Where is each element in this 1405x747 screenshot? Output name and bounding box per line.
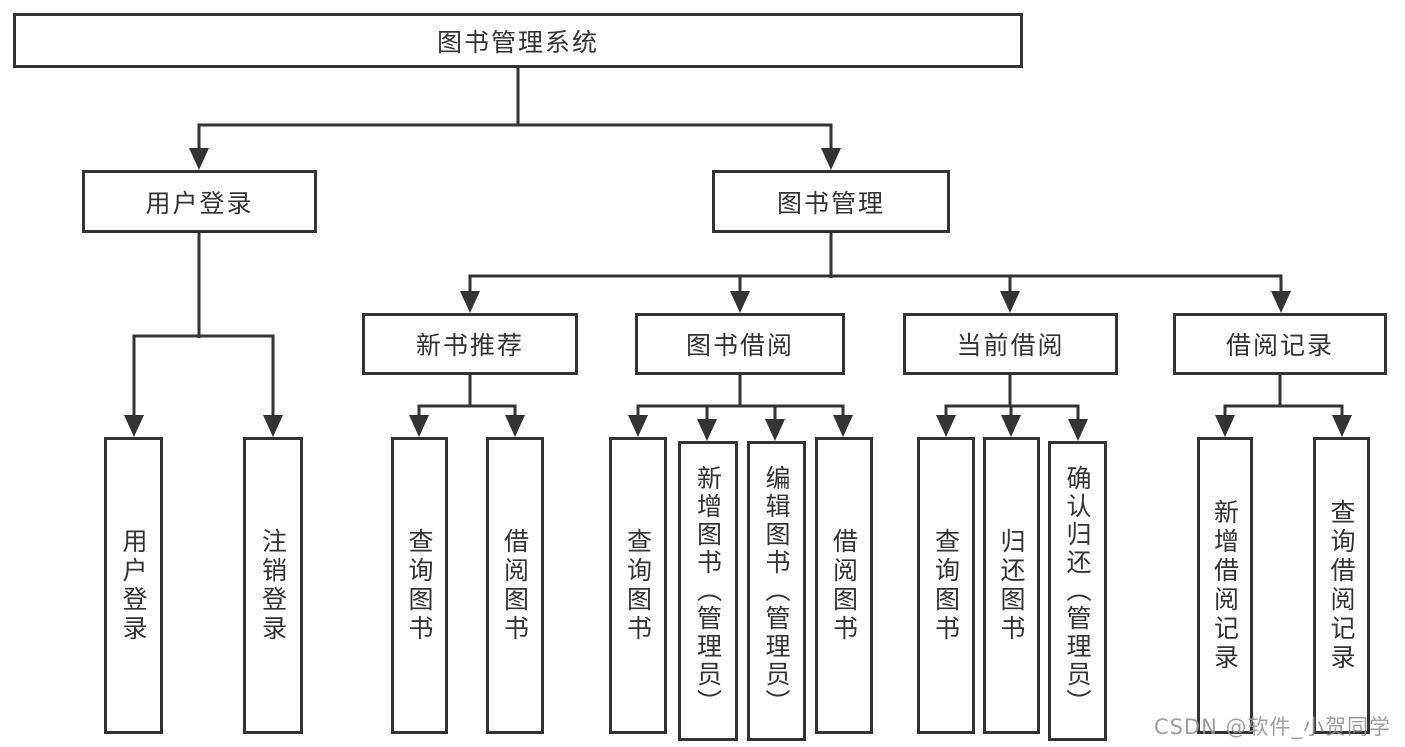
csdn-watermark: CSDN @软件_小贺同学 [1153, 715, 1391, 739]
leaf-borrowing-borrow-books: 借阅图书 [815, 437, 873, 734]
arrowheads [124, 148, 1352, 441]
leaf-records-query-record: 查询借阅记录 [1313, 437, 1370, 734]
leaf-current-return-books: 归还图书 [983, 437, 1040, 734]
leaf-current-confirm-return-admin: 确认归还（管理员） [1048, 441, 1107, 741]
leaf-borrowing-add-books-admin: 新增图书（管理员） [678, 441, 738, 741]
node-book-management-branch: 图书管理 [712, 170, 950, 233]
node-new-book-recommendation: 新书推荐 [362, 313, 578, 375]
leaf-user-login: 用户登录 [104, 437, 163, 734]
node-borrowing-records: 借阅记录 [1173, 313, 1387, 375]
leaf-records-add-record: 新增借阅记录 [1197, 437, 1253, 734]
node-book-management-system: 图书管理系统 [13, 13, 1023, 68]
node-user-login-branch: 用户登录 [82, 170, 317, 233]
leaf-newrec-query-books: 查询图书 [391, 437, 448, 734]
connector-strokes [132, 68, 1344, 423]
node-book-borrowing: 图书借阅 [635, 313, 845, 375]
leaf-newrec-borrow-books: 借阅图书 [486, 437, 544, 734]
leaf-borrowing-edit-books-admin: 编辑图书（管理员） [747, 441, 806, 741]
leaf-current-query-books: 查询图书 [917, 437, 975, 734]
node-current-borrowing: 当前借阅 [903, 313, 1118, 375]
leaf-borrowing-query-books: 查询图书 [609, 437, 667, 734]
leaf-logout: 注销登录 [243, 437, 303, 734]
